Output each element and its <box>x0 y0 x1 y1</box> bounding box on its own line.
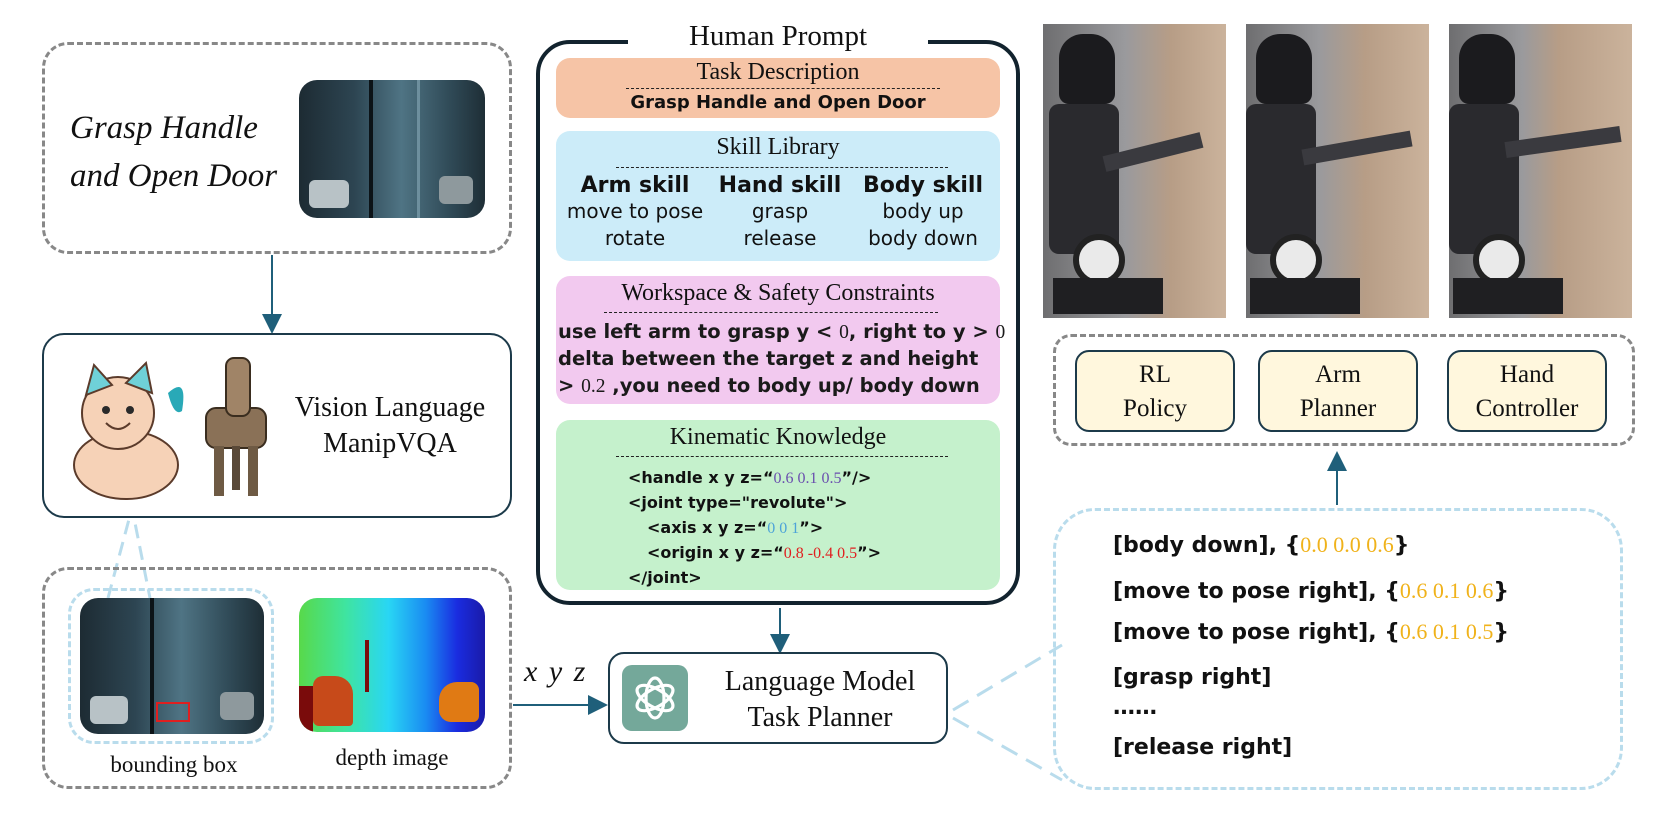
task-title-line1: Grasp Handle <box>70 110 258 146</box>
kinematic-line-origin: <origin x y z=“0.8 -0.4 0.5”> <box>647 543 882 562</box>
task-description-title: Task Description <box>696 59 860 85</box>
plan-callout-lines <box>952 643 1063 782</box>
controllers-box <box>1053 334 1635 446</box>
skill-column-arm: Arm skill move to pose rotate <box>560 173 710 252</box>
plan-step-grasp: [grasp right] <box>1113 665 1272 690</box>
constraint-line-2: delta between the target z and height <box>558 347 979 370</box>
task-planner-line1: Language Model <box>724 666 916 697</box>
skill-library-title: Skill Library <box>716 134 840 160</box>
bbox-label: bounding box <box>110 752 238 777</box>
hand-controller-box: Hand Controller <box>1447 350 1607 432</box>
plan-step-move-1: [move to pose right], {0.6 0.1 0.6} <box>1113 578 1510 604</box>
human-prompt-title: Human Prompt <box>628 20 928 53</box>
vlm-title-line2: ManipVQA <box>323 428 457 459</box>
kinematic-section: Kinematic Knowledge <box>556 420 1000 590</box>
bounding-box-marker <box>156 702 190 722</box>
arm-skill-head: Arm skill <box>580 173 690 198</box>
constraints-section <box>556 276 1000 404</box>
kinematic-title: Kinematic Knowledge <box>669 424 887 450</box>
inputs-box <box>42 567 512 789</box>
task-description-section: Task Description Grasp Handle and Open D… <box>556 58 1000 118</box>
skill-library-section: Skill Library Arm skill move to pose rot… <box>556 131 1000 261</box>
hand-skill-item: grasp <box>751 199 809 223</box>
plan-step-release: [release right] <box>1113 735 1293 760</box>
rl-policy-line2: Policy <box>1123 395 1187 422</box>
kinematic-line-joint-close: </joint> <box>628 568 702 587</box>
kinematic-line-axis: <axis x y z=“0 0 1”> <box>647 518 824 537</box>
task-description-text: Grasp Handle and Open Door <box>630 92 926 113</box>
constraints-title: Workspace & Safety Constraints <box>621 280 935 306</box>
bbox-image <box>80 598 264 734</box>
hand-controller-line2: Controller <box>1475 395 1579 422</box>
body-skill-head: Body skill <box>863 173 983 198</box>
alpaca-robot-icon <box>205 357 267 496</box>
task-title: Grasp Handle and Open Door <box>70 104 277 200</box>
plan-step-move-2: [move to pose right], {0.6 0.1 0.5} <box>1113 619 1510 645</box>
robot-photo-1 <box>1043 24 1226 318</box>
arm-skill-item: move to pose <box>566 199 704 223</box>
hand-controller-line1: Hand <box>1499 361 1555 388</box>
bbox-highlight-frame <box>68 588 274 744</box>
arm-planner-box: Arm Planner <box>1258 350 1418 432</box>
task-title-line2: and Open Door <box>70 158 278 194</box>
plan-bubble <box>1053 508 1623 790</box>
hand-skill-head: Hand skill <box>718 173 842 198</box>
arm-skill-item: rotate <box>604 226 666 250</box>
rl-policy-line1: RL <box>1139 361 1171 388</box>
constraint-line-3: > 0.2 ,you need to body up/ body down <box>558 374 980 397</box>
cat-mascot-icon <box>73 360 184 500</box>
kinematic-line-handle: <handle x y z=“0.6 0.1 0.5”/> <box>628 468 872 487</box>
door-camera-image <box>299 80 485 218</box>
robot-photo-2 <box>1246 24 1429 318</box>
skill-column-hand: Hand skill grasp release <box>710 173 850 252</box>
arm-planner-line1: Arm <box>1315 361 1361 388</box>
constraint-line-1: use left arm to grasp y < 0, right to y … <box>558 320 1006 343</box>
plan-step-body-down: [body down], {0.0 0.0 0.6} <box>1113 532 1410 558</box>
kinematic-line-joint: <joint type="revolute"> <box>628 493 848 512</box>
body-skill-item: body up <box>882 199 964 223</box>
task-box <box>42 42 512 254</box>
body-skill-item: body down <box>868 226 978 250</box>
rl-policy-box: RL Policy <box>1075 350 1235 432</box>
depth-label: depth image <box>335 745 449 770</box>
plan-step-ellipsis: …… <box>1113 695 1157 720</box>
depth-image <box>299 598 485 732</box>
arm-planner-line2: Planner <box>1299 395 1377 422</box>
hand-skill-item: release <box>743 226 817 250</box>
vlm-title: Vision Language ManipVQA <box>280 390 500 462</box>
xyz-label: x y z <box>524 655 588 688</box>
task-planner-title: Language Model Task Planner <box>700 664 940 736</box>
robot-photo-3 <box>1449 24 1632 318</box>
skill-column-body: Body skill body up body down <box>850 173 996 252</box>
vlm-title-line1: Vision Language <box>294 392 486 423</box>
task-planner-line2: Task Planner <box>747 702 893 733</box>
openai-logo-icon <box>622 665 688 731</box>
